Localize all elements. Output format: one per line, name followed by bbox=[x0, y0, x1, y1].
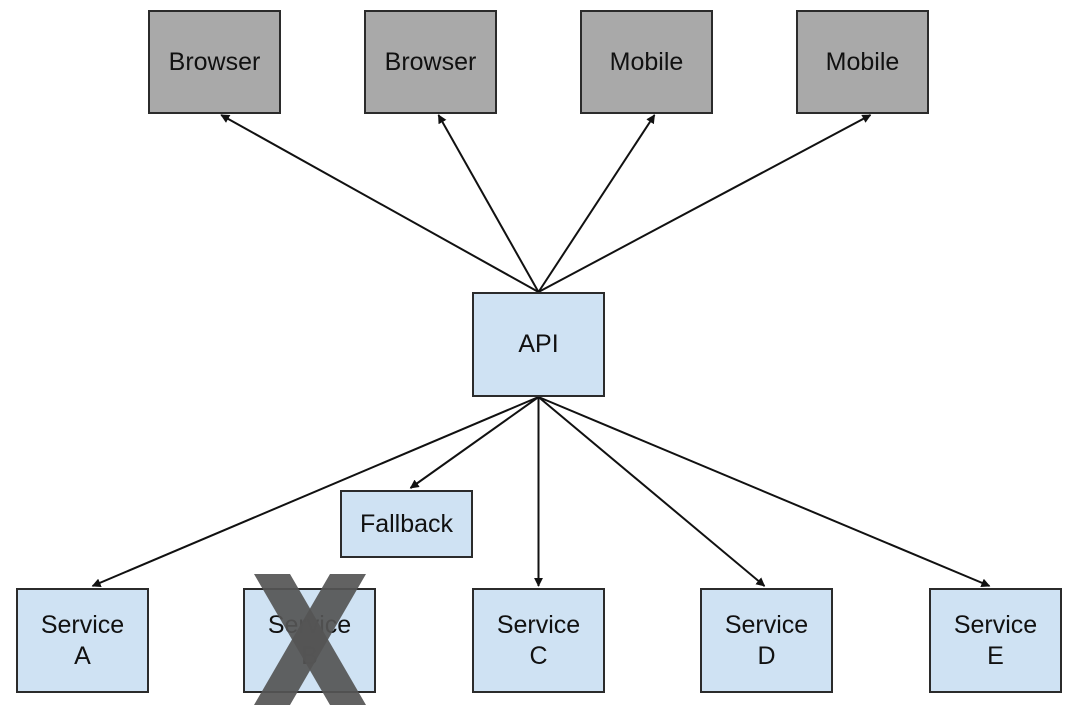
service-e-node: Service E bbox=[929, 588, 1062, 693]
edge-api-to-mobile-2 bbox=[538, 114, 872, 293]
browser-node-2: Browser bbox=[364, 10, 497, 114]
edge-api-to-service-e bbox=[538, 396, 991, 588]
mobile-node-2: Mobile bbox=[796, 10, 929, 114]
edge-api-to-browser-2 bbox=[437, 114, 540, 293]
edge-api-to-fallback bbox=[409, 396, 540, 489]
mobile-node-1-label: Mobile bbox=[609, 47, 684, 76]
failed-x-mark-icon bbox=[254, 574, 366, 705]
browser-node-1-label: Browser bbox=[168, 47, 261, 76]
edge-api-to-service-a bbox=[91, 396, 539, 587]
fallback-node: Fallback bbox=[340, 490, 473, 558]
api-node: API bbox=[472, 292, 605, 397]
mobile-node-1: Mobile bbox=[580, 10, 713, 114]
edge-api-to-mobile-1 bbox=[537, 114, 656, 293]
browser-node-1: Browser bbox=[148, 10, 281, 114]
fallback-node-label: Fallback bbox=[359, 509, 454, 538]
api-node-label: API bbox=[518, 330, 559, 358]
mobile-node-2-label: Mobile bbox=[825, 47, 900, 76]
service-c-node: Service C bbox=[472, 588, 605, 693]
service-a-label: Service A bbox=[40, 610, 125, 670]
service-d-label: Service D bbox=[724, 610, 809, 670]
service-e-label: Service E bbox=[953, 610, 1038, 670]
edge-api-to-service-d bbox=[537, 396, 766, 587]
service-c-label: Service C bbox=[496, 610, 581, 670]
service-a-node: Service A bbox=[16, 588, 149, 693]
edge-api-to-browser-1 bbox=[220, 114, 539, 293]
browser-node-2-label: Browser bbox=[384, 47, 477, 76]
service-d-node: Service D bbox=[700, 588, 833, 693]
